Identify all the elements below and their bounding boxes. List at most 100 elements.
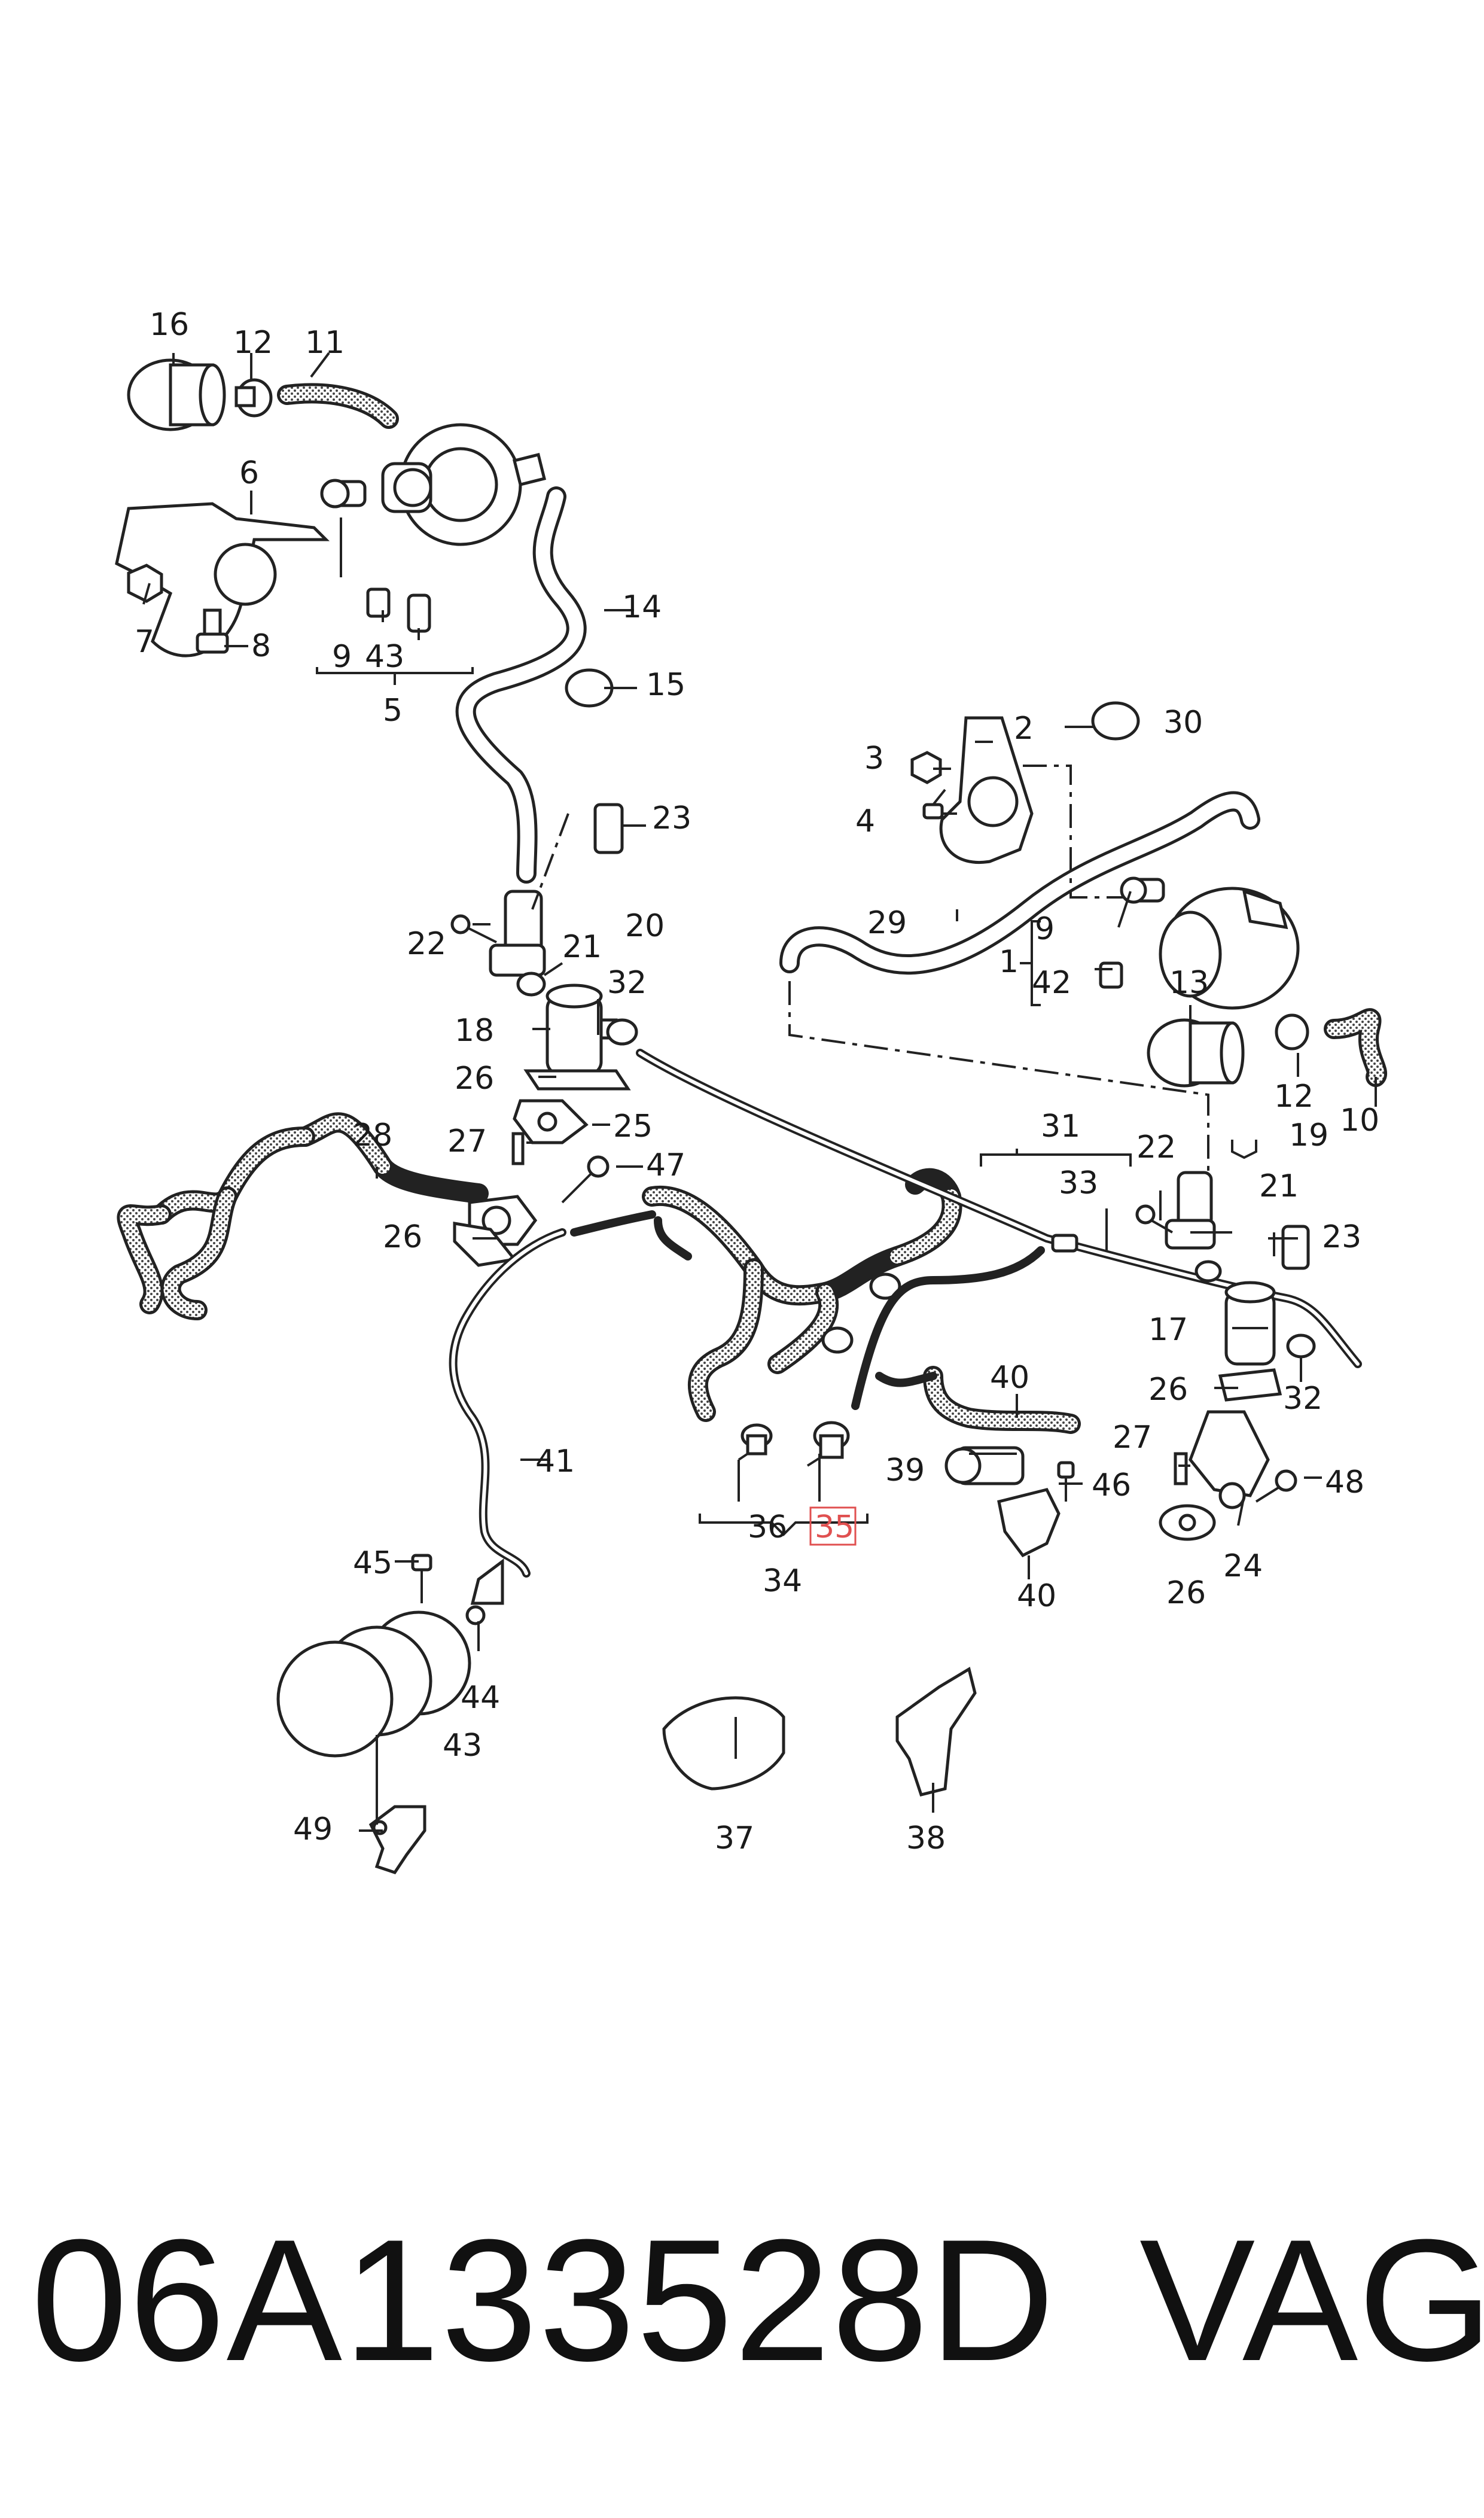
highlight-box-35 <box>809 1506 857 1546</box>
label-19: 19 <box>1289 1118 1328 1153</box>
part-9-valve-right <box>1120 876 1165 904</box>
part-4-bolt <box>922 788 946 820</box>
label-2: 2 <box>1014 711 1034 747</box>
part-12-clamp-right <box>1275 1013 1309 1051</box>
label-47: 46 <box>1092 1467 1131 1503</box>
label-20: 20 <box>625 908 665 944</box>
part-26-gasket-left <box>453 1222 517 1267</box>
label-32b: 32 <box>1283 1381 1323 1417</box>
exploded-parts-diagram: 16 12 11 6 7 8 9 43 5 14 15 23 20 22 21 … <box>115 307 1387 1874</box>
label-26c: 26 <box>1148 1372 1188 1408</box>
label-12b: 12 <box>1274 1079 1314 1115</box>
part-33-pipe <box>636 1049 1362 1368</box>
label-5: 5 <box>383 693 403 729</box>
label-9a: 9 <box>332 639 352 675</box>
label-4: 4 <box>855 803 875 839</box>
label-23b: 23 <box>1322 1219 1361 1255</box>
label-38: 38 <box>906 1820 946 1856</box>
label-27a: 27 <box>447 1123 487 1159</box>
part-22-bolt <box>450 914 497 943</box>
label-6: 6 <box>239 455 259 491</box>
label-40: 40 <box>1017 1578 1056 1614</box>
callout-labels: 16 12 11 6 7 8 9 43 5 14 15 23 20 22 21 … <box>135 307 1379 1856</box>
part-38-bracket <box>895 1667 977 1797</box>
label-3: 3 <box>864 741 884 777</box>
label-16: 16 <box>150 307 189 343</box>
part-16-filter <box>127 358 226 431</box>
part-48-bolt-top <box>561 1155 610 1204</box>
label-48a: 47 <box>646 1147 685 1183</box>
label-17: 17 <box>1148 1312 1188 1348</box>
part-32-clamp <box>606 1018 638 1046</box>
label-7: 7 <box>135 624 154 660</box>
label-36: 36 <box>748 1509 787 1545</box>
label-43a: 43 <box>365 639 404 675</box>
label-29: 29 <box>867 905 907 941</box>
label-44: 43 <box>443 1728 482 1764</box>
label-28: 28 <box>353 1118 392 1153</box>
label-33: 33 <box>1059 1165 1098 1201</box>
label-24: 24 <box>1223 1548 1263 1584</box>
part-47-screw <box>1057 1461 1075 1502</box>
label-10: 10 <box>1340 1103 1379 1138</box>
part-26-gasket <box>523 1069 631 1091</box>
label-32a: 32 <box>607 965 647 1001</box>
label-21a: 21 <box>562 929 602 965</box>
part-48-bolt-right <box>1255 1469 1297 1503</box>
part-23-connector <box>593 803 624 854</box>
label-30: 30 <box>1163 705 1203 741</box>
label-18: 18 <box>455 1013 494 1049</box>
label-34: 34 <box>763 1563 802 1599</box>
label-8: 8 <box>251 628 271 664</box>
part-26-gasket-right <box>1218 1368 1282 1402</box>
label-12a: 12 <box>233 325 273 361</box>
label-49: 49 <box>293 1811 333 1847</box>
part-10-hose <box>1324 1008 1387 1087</box>
label-45: 44 <box>461 1680 500 1716</box>
part-14-hose <box>455 486 587 884</box>
part-12-clamp <box>234 378 273 418</box>
part-6-bracket <box>115 502 330 657</box>
part-42-pipe <box>449 1228 566 1578</box>
part-19-valve <box>1165 1171 1216 1250</box>
part-28-hose <box>117 1112 489 1320</box>
label-35: 35 <box>815 1509 854 1545</box>
label-40-layer: 40 <box>1017 1578 1056 1614</box>
part-9-valve <box>320 479 367 509</box>
part-1-air-pump <box>1159 887 1300 1010</box>
label-1: 1 <box>999 944 1019 980</box>
part-27-bolt <box>511 1132 525 1165</box>
label-22b: 22 <box>1136 1129 1176 1165</box>
part-45-fitting <box>465 1605 486 1625</box>
part-39-valve <box>944 1446 1025 1485</box>
label-31: 31 <box>1041 1109 1080 1144</box>
part-21-ring-right <box>1194 1260 1222 1283</box>
part-26-gasket-right-low <box>1159 1504 1216 1541</box>
label-25: 25 <box>613 1109 653 1144</box>
part-44-reservoir <box>276 1558 504 1758</box>
label-21b: 21 <box>1259 1168 1299 1204</box>
label-42: 41 <box>535 1444 575 1479</box>
label-23a: 23 <box>652 800 691 836</box>
part-25-flange <box>513 1099 589 1144</box>
part-40-bracket <box>997 1488 1061 1558</box>
part-27-bolt-right <box>1174 1452 1188 1485</box>
label-26a: 26 <box>455 1061 494 1097</box>
label-22a: 22 <box>407 926 446 962</box>
part-8-bolt <box>196 608 229 654</box>
part-32-clamp-right <box>1286 1333 1316 1359</box>
part-21-ring <box>516 972 546 997</box>
part-43-connector <box>366 587 391 618</box>
brand-name: VAG <box>1139 2203 1484 2397</box>
label-13: 13 <box>1169 965 1209 1001</box>
label-11: 11 <box>305 325 345 361</box>
label-9b: 9 <box>1035 911 1055 947</box>
part-number: 06A133528D <box>31 2203 1056 2397</box>
label-48b: 48 <box>1325 1464 1364 1500</box>
part-7-nut <box>127 564 163 603</box>
part-29-hose <box>779 791 1260 975</box>
label-14: 14 <box>622 589 662 625</box>
label-15: 15 <box>646 667 685 703</box>
label-27b: 27 <box>1113 1420 1152 1456</box>
caption: 06A133528D VAG <box>0 2202 1484 2399</box>
